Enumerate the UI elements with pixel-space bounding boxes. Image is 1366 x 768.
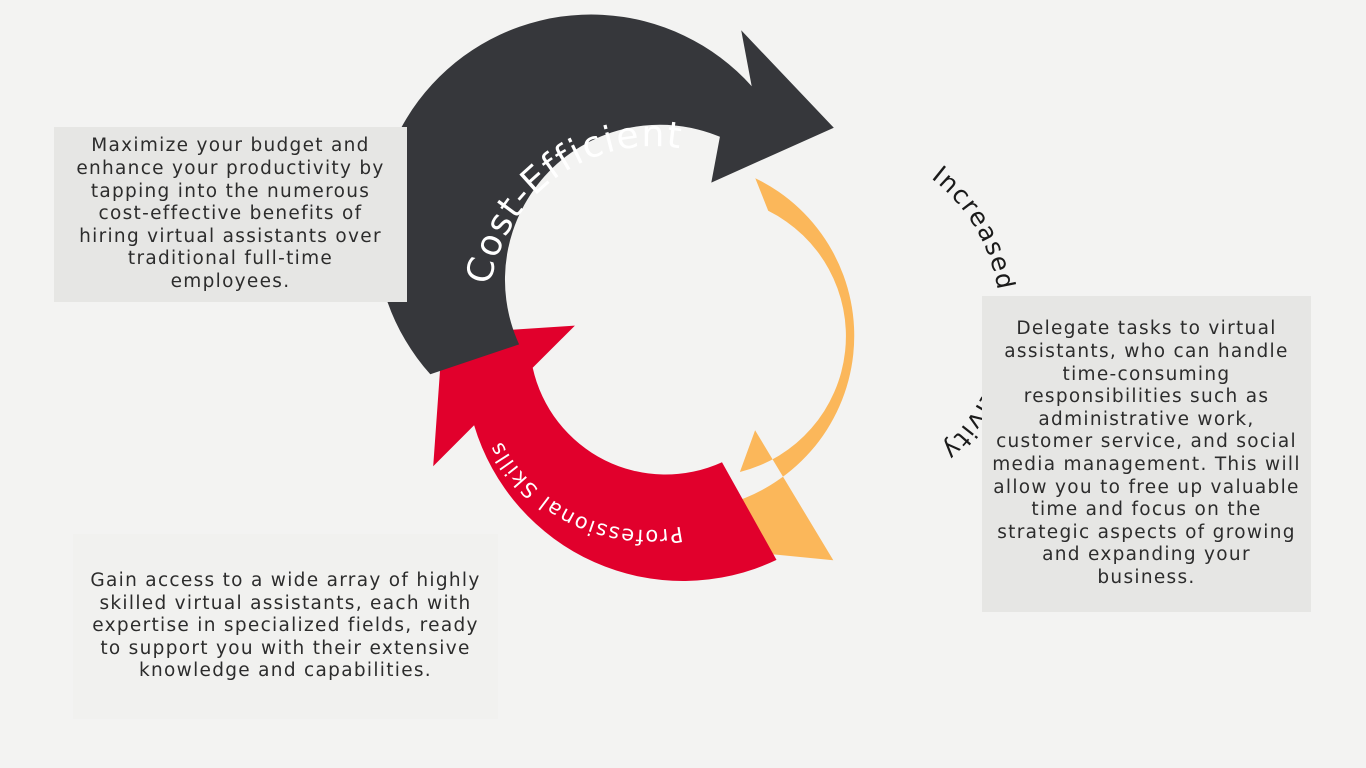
productivity-arrow [705,178,855,561]
cost-description-text: Maximize your budget and enhance your pr… [76,135,385,292]
skills-description-box: Gain access to a wide array of highly sk… [73,534,498,719]
skills-arrow [433,325,777,581]
productivity-description-text: Delegate tasks to virtual assistants, wh… [992,318,1301,588]
cost-description-box: Maximize your budget and enhance your pr… [54,127,407,302]
productivity-description-box: Delegate tasks to virtual assistants, wh… [982,296,1311,612]
cost-arrow [375,14,834,375]
skills-description-text: Gain access to a wide array of highly sk… [90,570,481,682]
